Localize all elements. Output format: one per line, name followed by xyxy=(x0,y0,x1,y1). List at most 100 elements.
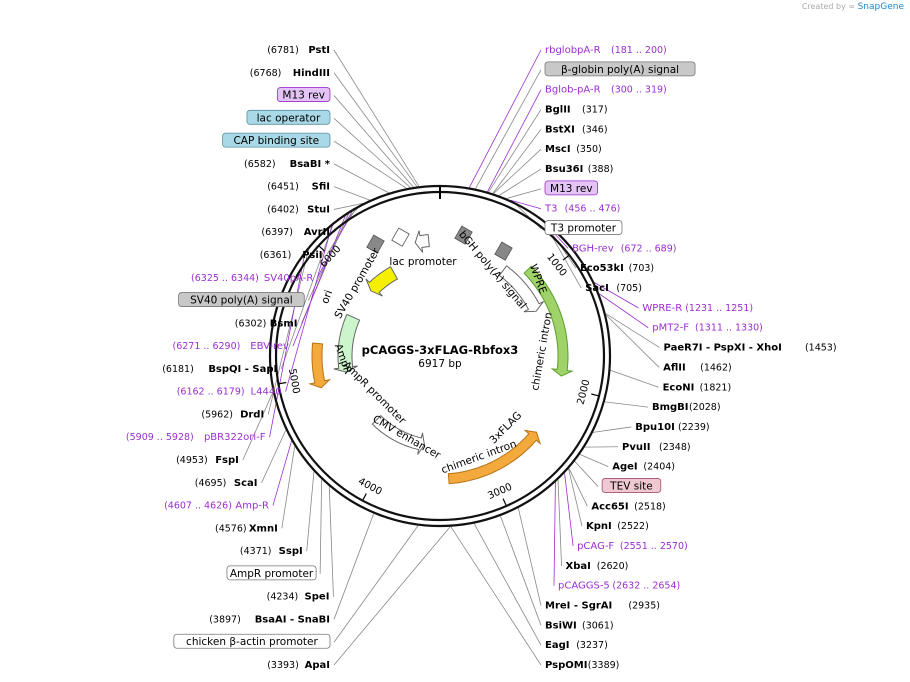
site-enz[interactable]: SfiI(6451) xyxy=(267,182,330,193)
site-box[interactable]: SV40 poly(A) signal xyxy=(178,292,305,307)
site-enz[interactable]: EcoNI(1821) xyxy=(663,382,732,393)
site-position: (6271 .. 6290) xyxy=(172,341,240,352)
site-enz[interactable]: XmnI(4576) xyxy=(215,523,278,534)
feature-arrow[interactable] xyxy=(308,342,332,389)
site-enz[interactable]: EagI(3237) xyxy=(545,640,608,651)
leader-line xyxy=(579,454,609,467)
site-primer[interactable]: Amp-R(4607 .. 4626) xyxy=(164,501,269,512)
site-enz[interactable]: AgeI(2404) xyxy=(612,462,675,473)
site-primer[interactable]: pCAGGS-5(2632 .. 2654) xyxy=(558,581,680,592)
site-box[interactable]: M13 rev xyxy=(544,180,599,196)
leader-line xyxy=(333,525,419,643)
site-enz[interactable]: DrdI(5962) xyxy=(201,409,264,420)
site-primer[interactable]: EBV-rev(6271 .. 6290) xyxy=(172,341,289,352)
feature-arrow[interactable] xyxy=(365,266,399,297)
site-name: T3 promoter xyxy=(550,223,617,235)
leader-line xyxy=(319,479,323,574)
site-position: (456 .. 476) xyxy=(565,204,621,215)
site-name: Bsu36I xyxy=(545,164,583,175)
site-primer[interactable]: T3(456 .. 476) xyxy=(544,204,620,215)
site-enz[interactable]: Bsu36I(388) xyxy=(545,164,613,175)
site-box[interactable]: TEV site xyxy=(601,478,662,493)
credit-prefix: Created by xyxy=(801,2,846,11)
site-primer[interactable]: rbglobpA-R(181 .. 200) xyxy=(545,45,667,56)
tick-mark xyxy=(318,245,325,252)
site-name: Amp-R xyxy=(235,501,269,512)
site-name: EcoNI xyxy=(663,382,695,393)
site-enz[interactable]: BspQI - SapI(6181) xyxy=(162,364,277,375)
site-enz[interactable]: SpeI(4234) xyxy=(267,592,330,603)
leader-line xyxy=(333,163,389,194)
feature-arrow[interactable] xyxy=(371,414,425,455)
site-box[interactable]: M13 rev xyxy=(276,87,331,102)
site-enz[interactable]: XbaI(2620) xyxy=(566,561,629,572)
site-primer[interactable]: SV40pA-R(6325 .. 6344) xyxy=(191,273,313,284)
site-enz[interactable]: BmgBI(2028) xyxy=(652,402,721,413)
site-enz[interactable]: BstXI(346) xyxy=(545,124,608,135)
site-enz[interactable]: BglII(317) xyxy=(545,105,608,116)
site-primer[interactable]: pMT2-F(1311 .. 1330) xyxy=(652,323,763,334)
feature-label: chimeric intron xyxy=(529,311,555,391)
site-enz[interactable]: Acc65I(2518) xyxy=(591,501,665,512)
site-enz[interactable]: ApaI(3393) xyxy=(267,660,330,671)
site-enz[interactable]: PspOMI(3389) xyxy=(545,660,619,671)
site-primer[interactable]: pBR322ori-F(5909 .. 5928) xyxy=(126,432,266,443)
tick-mark xyxy=(279,381,287,385)
site-position: (181 .. 200) xyxy=(611,45,667,56)
site-enz[interactable]: Eco53kI(703) xyxy=(580,263,654,274)
leader-line xyxy=(604,401,649,408)
leader-line xyxy=(333,202,363,210)
leader-line xyxy=(592,426,632,433)
site-name: CAP binding site xyxy=(233,135,319,147)
site-primer[interactable]: BGH-rev(672 .. 689) xyxy=(572,243,676,254)
feature-arrow[interactable] xyxy=(333,313,361,373)
credit-brand: SnapGene xyxy=(857,2,904,12)
site-box[interactable]: CAP binding site xyxy=(222,132,331,148)
site-primer[interactable]: L4440(6162 .. 6179) xyxy=(177,387,282,398)
site-enz[interactable]: SacI(705) xyxy=(585,283,642,294)
site-enz[interactable]: MscI(350) xyxy=(545,144,602,155)
snapgene-credit: Created by ∞ SnapGene xyxy=(802,2,904,12)
site-enz[interactable]: KpnI(2522) xyxy=(586,521,649,532)
site-enz[interactable]: StuI(6402) xyxy=(267,204,330,215)
site-enz[interactable]: BsaAI - SnaBI(3897) xyxy=(209,614,330,625)
site-enz[interactable]: BsmI(6302) xyxy=(235,318,298,329)
site-position: (2404) xyxy=(643,462,675,473)
site-enz[interactable]: BsaBI *(6582) xyxy=(244,159,331,170)
site-enz[interactable]: ScaI(4695) xyxy=(195,478,258,489)
site-enz[interactable]: MreI - SgrAI(2935) xyxy=(545,600,660,611)
site-primer[interactable]: pCAG-F(2551 .. 2570) xyxy=(577,541,688,552)
site-position: (300 .. 319) xyxy=(611,85,667,96)
site-name: BstXI xyxy=(545,124,575,135)
site-enz[interactable]: HindIII(6768) xyxy=(250,68,330,79)
site-enz[interactable]: PaeR7I - PspXI - XhoI(1453) xyxy=(664,343,837,354)
site-box[interactable]: T3 promoter xyxy=(544,220,623,235)
feature-arrow[interactable] xyxy=(498,265,544,313)
site-box[interactable]: chicken β-actin promoter xyxy=(173,633,331,649)
site-enz[interactable]: PvuII(2348) xyxy=(622,442,691,453)
site-enz[interactable]: PstI(6781) xyxy=(267,45,330,56)
feature-arrow[interactable] xyxy=(523,265,574,377)
site-name: FspI xyxy=(215,455,239,466)
leader-line xyxy=(328,486,334,597)
site-name: SV40 poly(A) signal xyxy=(190,295,293,307)
site-name: XbaI xyxy=(566,561,591,572)
site-enz[interactable]: AflII(1462) xyxy=(663,362,732,373)
site-enz[interactable]: AvrII(6397) xyxy=(261,227,330,238)
site-enz[interactable]: Bpu10I(2239) xyxy=(635,422,709,433)
leader-line xyxy=(333,95,414,188)
site-box[interactable]: AmpR promoter xyxy=(226,565,317,581)
site-box[interactable]: β-globin poly(A) signal xyxy=(544,61,696,77)
site-enz[interactable]: PsiI(6361) xyxy=(260,250,323,261)
site-enz[interactable]: SspI(4371) xyxy=(240,546,303,557)
feature-arrow[interactable] xyxy=(447,429,542,485)
site-box[interactable]: lac operator xyxy=(246,109,331,125)
site-primer[interactable]: WPRE-R(1231 .. 1251) xyxy=(642,303,753,314)
site-position: (3393) xyxy=(267,660,299,671)
site-enz[interactable]: FspI(4953) xyxy=(176,455,239,466)
site-primer[interactable]: Bglob-pA-R(300 .. 319) xyxy=(545,85,667,96)
site-enz[interactable]: BsiWI(3061) xyxy=(545,620,614,631)
feature-arrow[interactable] xyxy=(414,230,430,253)
site-position: (3237) xyxy=(576,640,608,651)
